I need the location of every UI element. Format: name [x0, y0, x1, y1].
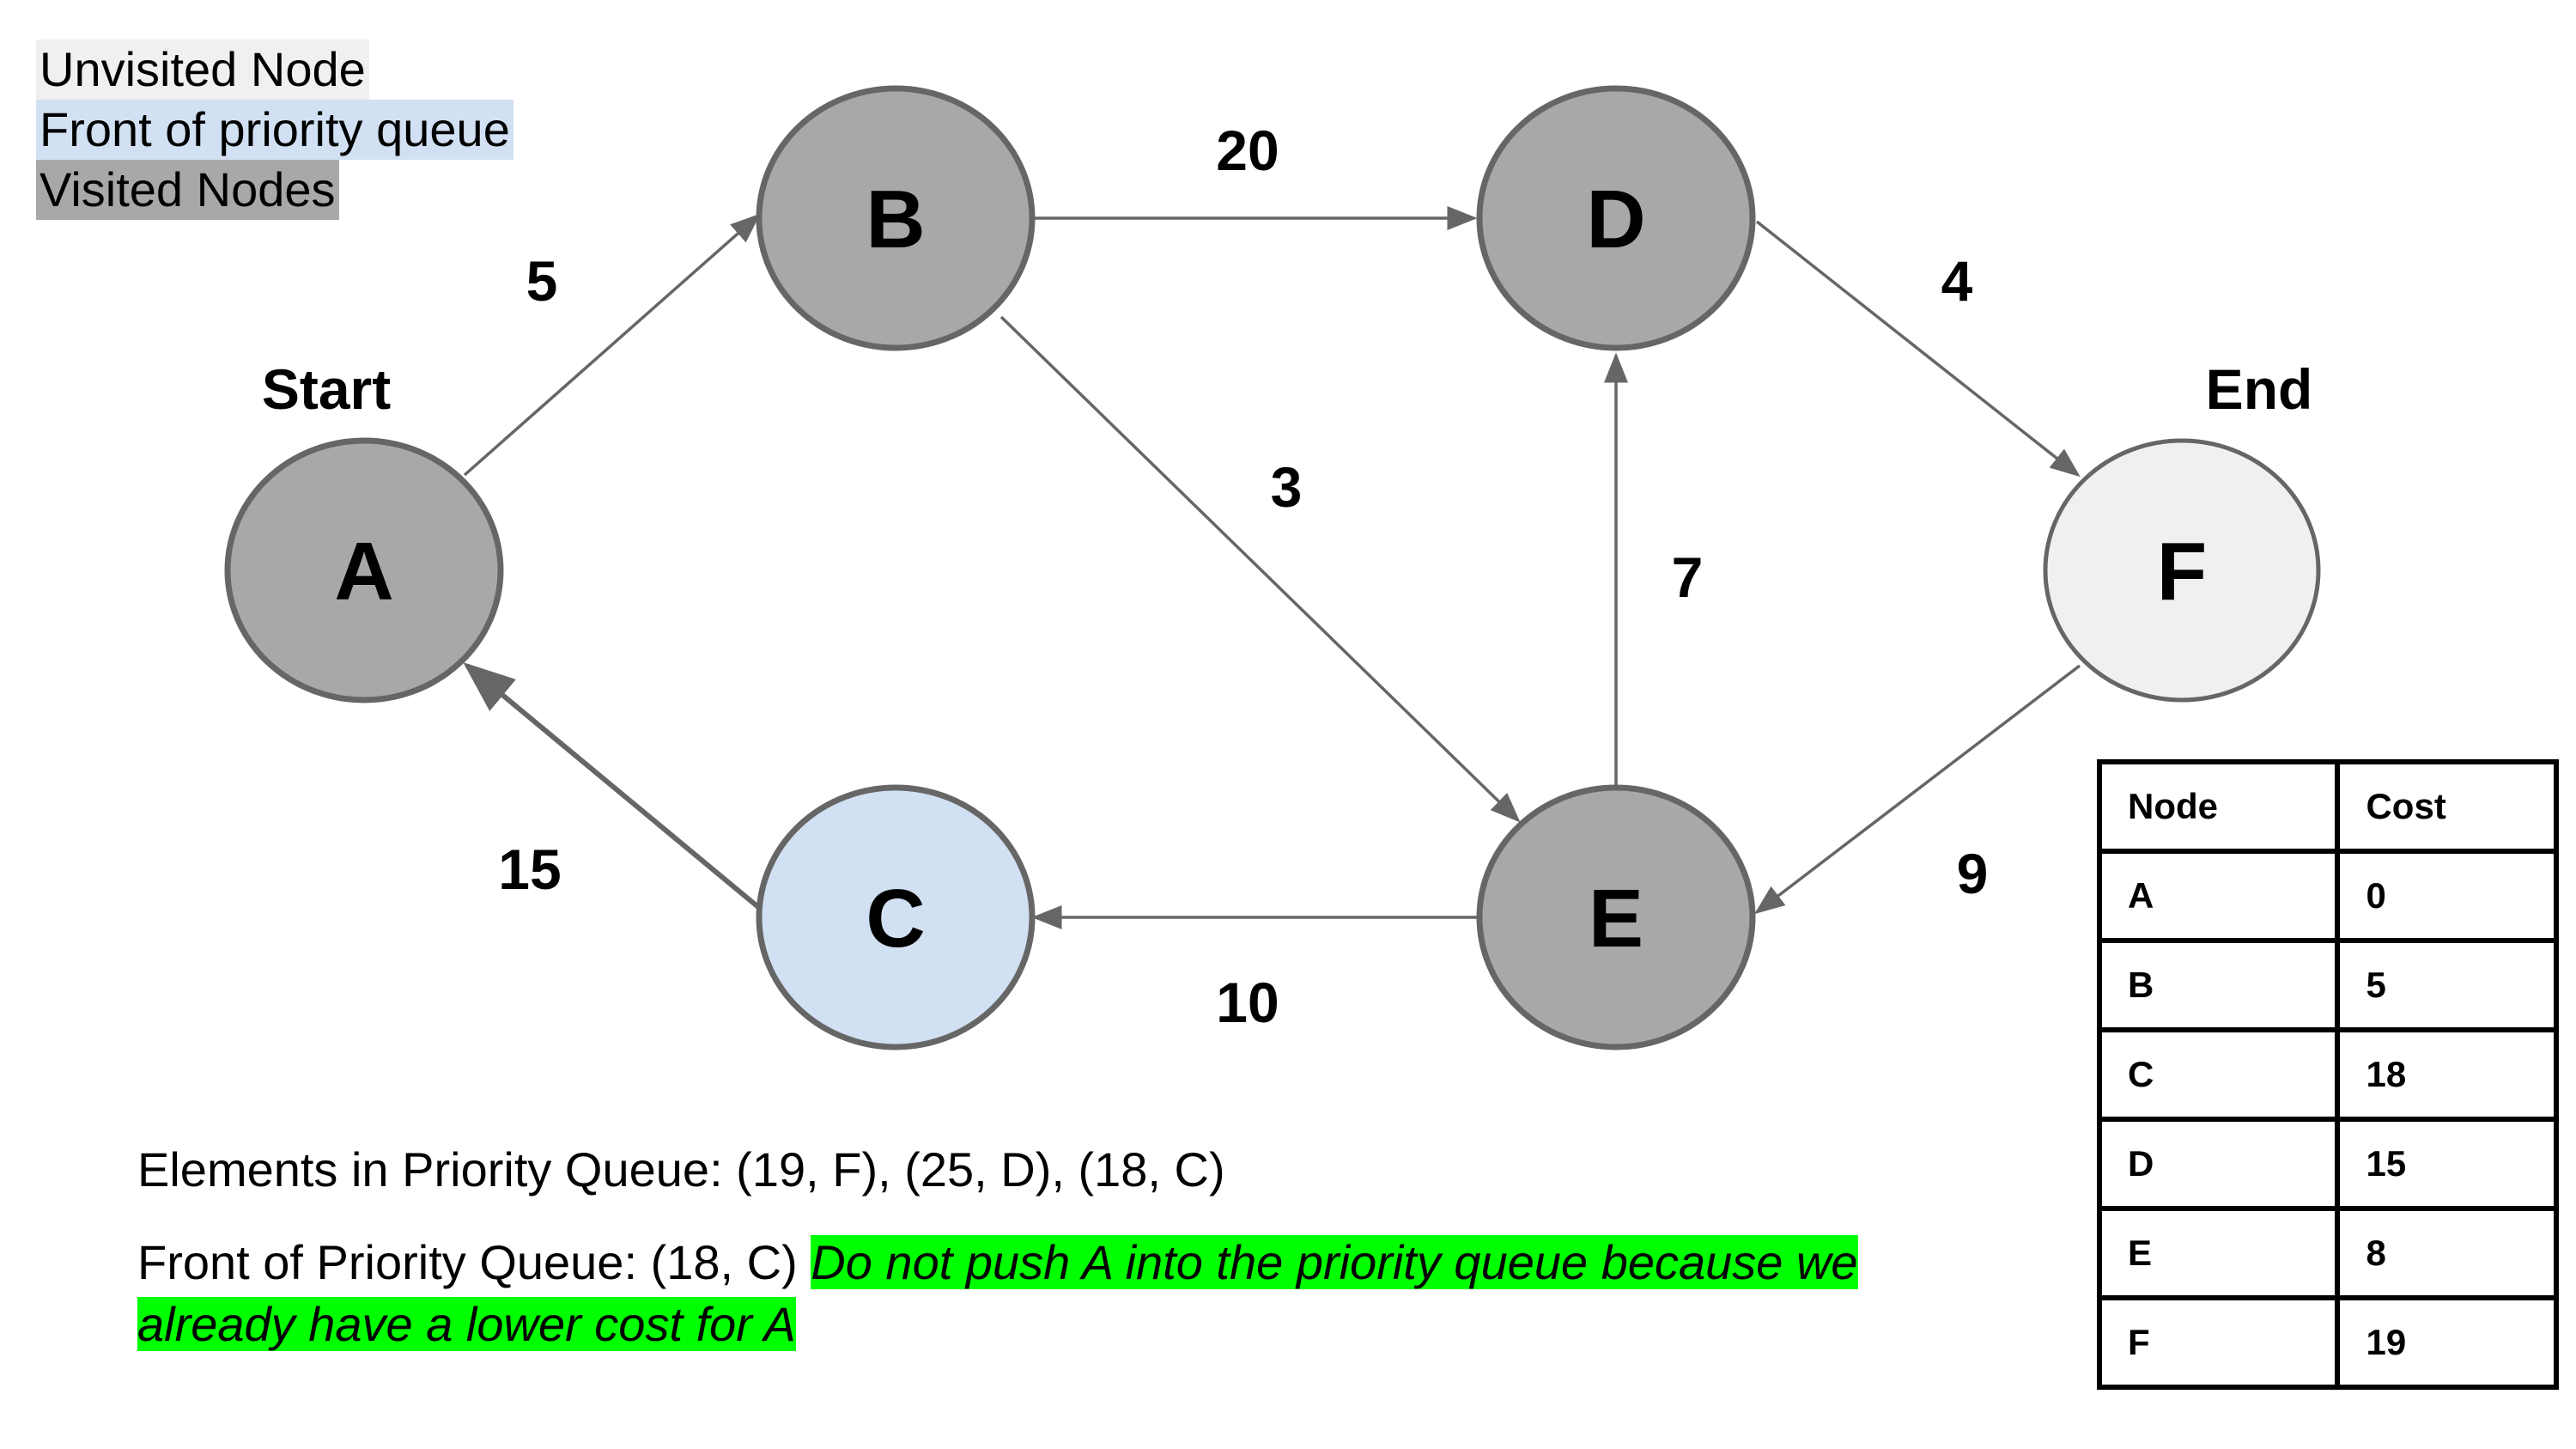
table-row: C 18	[2096, 1027, 2559, 1122]
node-d-label: D	[1586, 174, 1645, 265]
node-a: A	[224, 437, 504, 703]
legend-unvisited-node: Unvisited Node	[36, 40, 369, 100]
cost-table-node-cell: C	[2096, 1027, 2341, 1122]
edge-weight-c-a: 15	[498, 837, 561, 901]
table-row: D 15	[2096, 1117, 2559, 1211]
node-e-circle	[1476, 784, 1756, 1050]
cost-table-header-cost: Cost	[2335, 759, 2559, 854]
edge-weight-a-b: 5	[526, 249, 558, 313]
table-row: A 0	[2096, 849, 2559, 943]
node-d-circle	[1476, 85, 1756, 351]
cost-table-cost-cell: 18	[2335, 1027, 2559, 1122]
table-row: F 19	[2096, 1295, 2559, 1390]
table-row: E 8	[2096, 1206, 2559, 1300]
cost-table-node-cell: A	[2096, 849, 2341, 943]
cost-table-cost-cell: 15	[2335, 1117, 2559, 1211]
edge-a-b	[463, 213, 761, 477]
legend: Unvisited Node Front of priority queue V…	[36, 40, 513, 220]
cost-table-node-cell: F	[2096, 1295, 2341, 1390]
start-label: Start	[262, 357, 391, 421]
edge-d-f	[1755, 220, 2081, 478]
edge-weight-e-c: 10	[1216, 971, 1279, 1034]
edge-f-e	[1754, 664, 2081, 915]
edge-b-e	[999, 315, 1521, 823]
priority-queue-front-text: Front of Priority Queue: (18, C)	[137, 1235, 811, 1289]
edge-weight-e-d: 7	[1672, 545, 1704, 609]
cost-table-cost-cell: 19	[2335, 1295, 2559, 1390]
cost-table-cost-cell: 5	[2335, 938, 2559, 1032]
legend-front-of-queue: Front of priority queue	[36, 100, 513, 160]
node-a-label: A	[334, 526, 393, 618]
cost-table-node-cell: E	[2096, 1206, 2341, 1300]
priority-queue-front: Front of Priority Queue: (18, C) Do not …	[137, 1232, 1975, 1355]
node-f-circle	[2043, 438, 2321, 703]
node-c-circle	[756, 784, 1036, 1050]
cost-table-node-cell: D	[2096, 1117, 2341, 1211]
cost-table: Node Cost A 0 B 5 C 18 D 15 E 8 F 19	[2096, 759, 2559, 1390]
node-b-circle	[756, 85, 1036, 351]
cost-table-cost-cell: 0	[2335, 849, 2559, 943]
legend-visited-nodes: Visited Nodes	[36, 160, 339, 220]
node-d: D	[1476, 85, 1756, 351]
cost-table-cost-cell: 8	[2335, 1206, 2559, 1300]
edge-weight-b-e: 3	[1271, 455, 1303, 519]
edge-weight-f-e: 9	[1957, 842, 1989, 905]
cost-table-node-cell: B	[2096, 938, 2341, 1032]
node-b: B	[756, 85, 1036, 351]
end-label: End	[2206, 357, 2313, 421]
edge-c-a	[463, 662, 760, 910]
priority-queue-elements: Elements in Priority Queue: (19, F), (25…	[137, 1142, 1225, 1196]
edge-weight-d-f: 4	[1941, 249, 1973, 313]
node-e-label: E	[1589, 873, 1643, 965]
node-e: E	[1476, 784, 1756, 1050]
table-row: B 5	[2096, 938, 2559, 1032]
cost-table-header-row: Node Cost	[2096, 759, 2559, 854]
node-f: F	[2043, 438, 2321, 703]
node-a-circle	[224, 437, 504, 703]
node-c: C	[756, 784, 1036, 1050]
node-f-label: F	[2157, 526, 2208, 618]
node-b-label: B	[866, 174, 925, 265]
node-c-label: C	[866, 873, 925, 965]
edge-weight-b-d: 20	[1216, 119, 1279, 182]
cost-table-header-node: Node	[2096, 759, 2341, 854]
